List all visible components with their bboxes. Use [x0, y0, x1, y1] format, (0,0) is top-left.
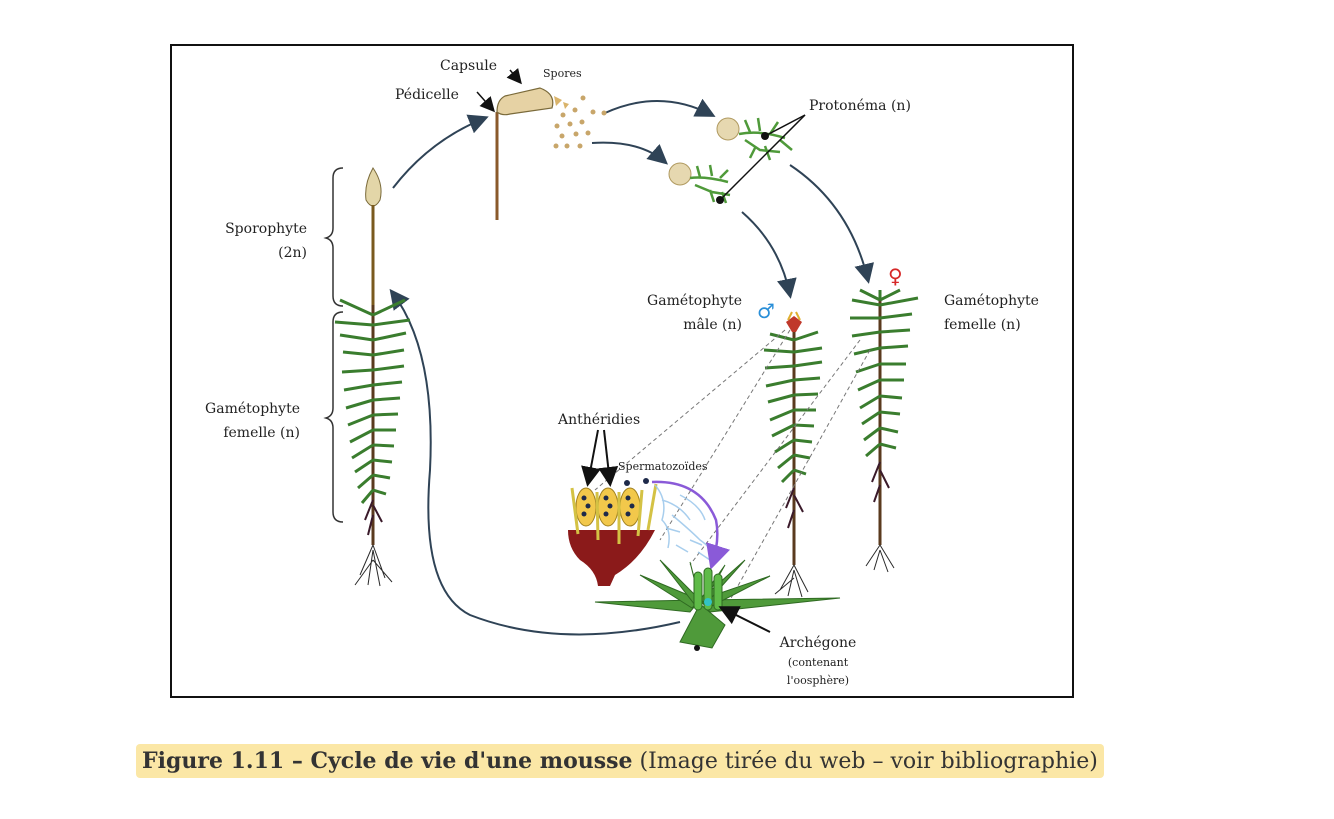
cycle-arrows: [389, 98, 874, 636]
caption-title: Figure 1.11 – Cycle de vie d'une mousse: [142, 748, 633, 774]
label-capsule: Capsule: [440, 58, 497, 74]
male-symbol: ♂: [757, 299, 775, 323]
label-gametophyte-male-ploidy: mâle (n): [683, 317, 742, 333]
label-archegone-note-2: l'oosphère): [787, 674, 849, 687]
archegonia-rosette: [594, 559, 841, 651]
label-gametophyte-female-left: Gamétophyte: [205, 401, 300, 417]
arrow-protonema-to-female: [789, 164, 874, 284]
arrow-protonema-to-male: [741, 211, 797, 299]
label-pedicelle: Pédicelle: [395, 87, 459, 103]
label-archegone-note-1: (contenant: [788, 656, 849, 669]
label-antheridies: Anthéridies: [557, 412, 640, 428]
antheridia-drawing: [568, 478, 730, 586]
label-protonema: Protonéma (n): [809, 98, 911, 114]
label-spermatozoides: Spermatozoïdes: [618, 460, 708, 473]
antheridia-pointers: [581, 429, 619, 487]
label-gametophyte-female-right: Gamétophyte: [944, 293, 1039, 309]
left-moss-plant: [334, 167, 411, 587]
arrow-archegone-to-sporophyte: [389, 288, 681, 636]
female-symbol: ♀: [888, 264, 903, 288]
label-sporophyte-ploidy: (2n): [278, 245, 307, 261]
label-archegone: Archégone: [779, 635, 857, 651]
protonema-pointers: [719, 114, 806, 201]
zoom-lines: [594, 329, 871, 601]
caption-note: (Image tirée du web – voir bibliographie…: [632, 749, 1098, 774]
arrow-sporophyte-to-capsule: [392, 114, 489, 189]
arrow-spores-to-protonema-lower: [591, 141, 669, 165]
label-gametophyte-female-right-ploidy: femelle (n): [944, 317, 1021, 333]
capsule-drawing: [495, 87, 569, 220]
male-gametophyte: [763, 311, 823, 598]
female-gametophyte-right: [850, 288, 919, 573]
arrow-spores-to-protonema-upper: [604, 98, 716, 117]
label-spores: Spores: [543, 67, 582, 80]
protonema-lower: [668, 162, 731, 204]
spores: [553, 95, 607, 149]
label-gametophyte-female-left-ploidy: femelle (n): [223, 425, 300, 441]
figure-caption: Figure 1.11 – Cycle de vie d'une mousse …: [136, 744, 1104, 778]
label-sporophyte: Sporophyte: [225, 221, 307, 237]
label-gametophyte-male: Gamétophyte: [647, 293, 742, 309]
brackets: [323, 167, 344, 523]
figure-frame: [170, 44, 1074, 698]
